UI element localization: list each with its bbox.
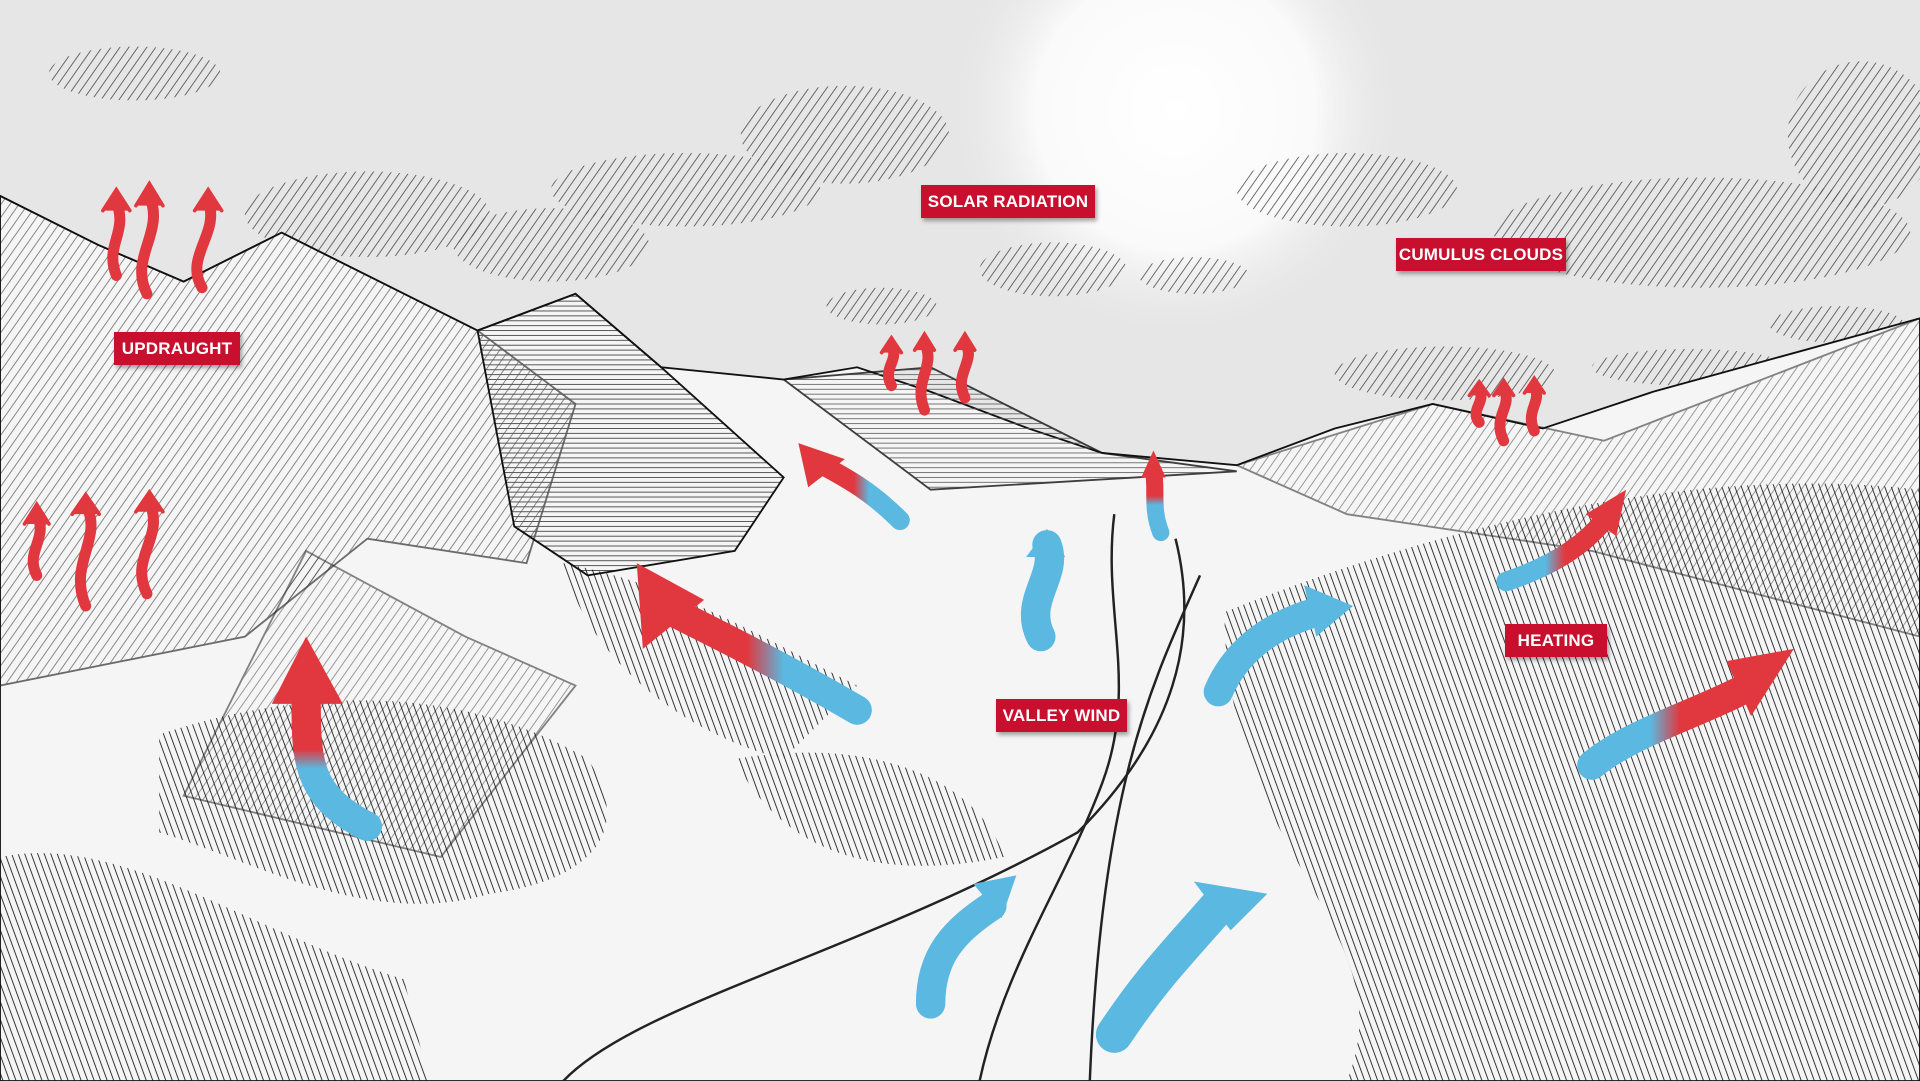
- valley-wind-arrows: [271, 443, 1794, 1053]
- river-and-road: [562, 514, 1202, 1081]
- cumulus-clouds-label: CUMULUS CLOUDS: [1396, 238, 1566, 271]
- valley-wind-label: VALLEY WIND: [996, 699, 1127, 732]
- forest: [0, 483, 1920, 1081]
- heating-label: HEATING: [1505, 624, 1607, 657]
- solar-radiation-label: SOLAR RADIATION: [921, 185, 1095, 218]
- updraught-label: UPDRAUGHT: [114, 332, 240, 365]
- updraught-arrows: [22, 180, 1546, 612]
